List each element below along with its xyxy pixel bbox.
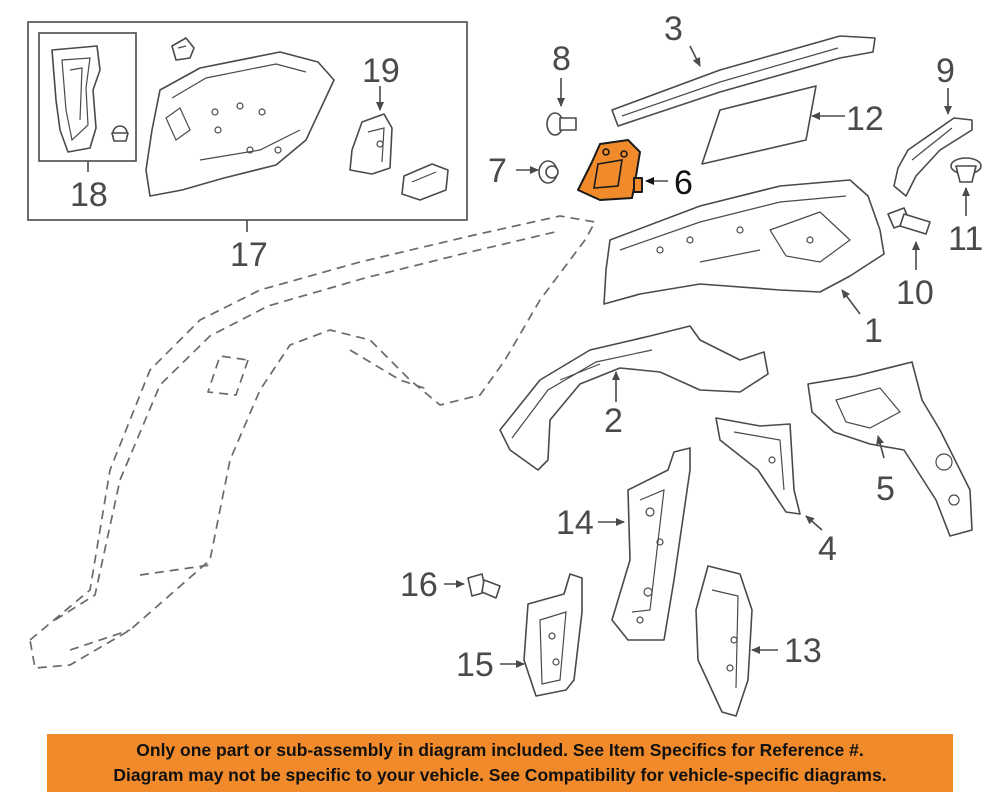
part-9-bracket [893, 88, 973, 197]
part-12-pad [701, 85, 817, 165]
assembly-17-group [27, 21, 468, 232]
part-4-brace [715, 417, 823, 531]
callout-17: 17 [230, 236, 268, 274]
part-18-trim [51, 45, 129, 153]
part-10-bolt [887, 207, 931, 270]
disclaimer-line-2: Diagram may not be specific to your vehi… [113, 765, 887, 785]
part-14-brace [598, 447, 691, 641]
callout-10: 10 [896, 274, 934, 312]
disclaimer-line-1: Only one part or sub-assembly in diagram… [136, 740, 864, 760]
part-8-bolt [546, 78, 577, 136]
part-6-bracket-highlighted [577, 139, 668, 201]
callout-13: 13 [784, 632, 822, 670]
part-5-panel [807, 361, 973, 537]
callout-14: 14 [556, 504, 594, 542]
callout-1: 1 [864, 312, 883, 350]
part-7-nut [516, 160, 559, 184]
callout-9: 9 [936, 52, 955, 90]
callout-3: 3 [664, 10, 683, 48]
callout-11: 11 [948, 220, 983, 258]
part-3-rail [611, 35, 876, 127]
part-16-bolt [444, 573, 501, 599]
callout-4: 4 [818, 530, 837, 568]
callout-8: 8 [552, 40, 571, 78]
part-1-panel [603, 179, 885, 315]
part-2-wheel-arch [499, 325, 769, 471]
callout-19: 19 [362, 52, 400, 90]
part-15-bracket [500, 573, 583, 697]
callout-2: 2 [604, 402, 623, 440]
quarter-panel-outline [29, 215, 596, 669]
callout-15: 15 [456, 646, 494, 684]
callout-12: 12 [846, 100, 884, 138]
part-11-clip [950, 157, 982, 216]
callout-5: 5 [876, 470, 895, 508]
callout-7: 7 [488, 152, 507, 190]
callout-18: 18 [70, 176, 108, 214]
disclaimer-banner: Only one part or sub-assembly in diagram… [47, 734, 953, 792]
part-13-panel [695, 565, 778, 717]
callout-16: 16 [400, 566, 438, 604]
callout-labels: 1 2 3 4 5 6 7 8 9 10 11 12 13 14 15 16 1… [70, 10, 983, 684]
part-19-bracket [349, 86, 449, 201]
part-17-inner-panel [145, 37, 335, 197]
callout-6: 6 [674, 164, 693, 202]
